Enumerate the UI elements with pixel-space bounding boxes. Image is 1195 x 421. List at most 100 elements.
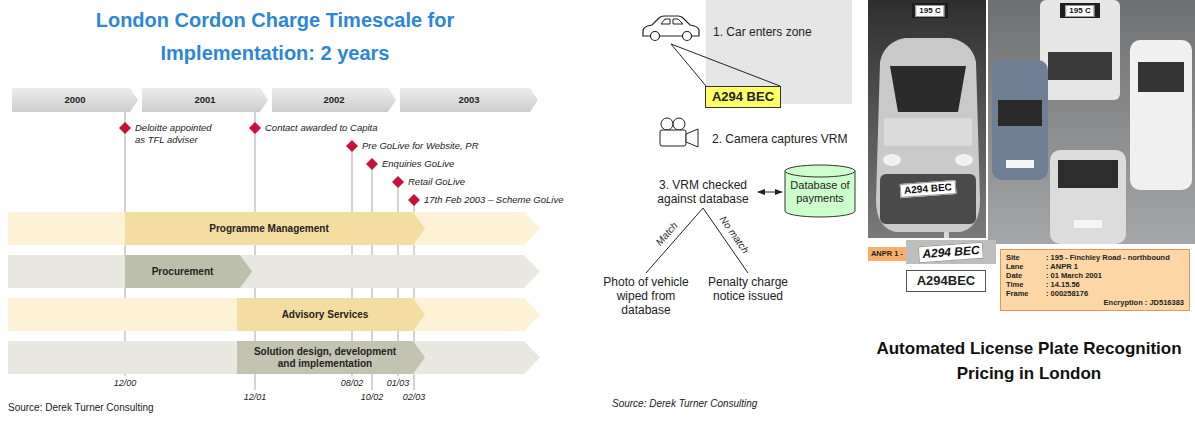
field-name: Site: [1006, 253, 1046, 262]
diamond: [119, 122, 131, 134]
band-label: Advisory Services: [237, 309, 413, 321]
connector-line: [758, 192, 782, 193]
connector-line: [671, 44, 780, 86]
band-arrow: [8, 341, 540, 374]
band-arrow: [8, 298, 540, 331]
camera-lens: [686, 129, 698, 147]
camera-reel: [673, 118, 685, 130]
plate-text: 195 C: [1065, 5, 1094, 17]
date-tick: 12/00: [114, 378, 137, 389]
label-frame: 08/02: [341, 378, 364, 389]
encryption-line: Encryption : JD516383: [1006, 298, 1184, 307]
band-active-arrow: [125, 212, 425, 245]
camera-drawing: [658, 116, 702, 150]
field-name: Lane: [1006, 262, 1046, 271]
van-window: [1048, 52, 1112, 80]
car-window: [1058, 160, 1118, 188]
connector-line: [646, 208, 703, 273]
label-frame: 02/03: [403, 392, 426, 403]
info-box: Site: 195 - Finchley Road - northboundLa…: [1000, 249, 1190, 311]
camera-photo-left: [868, 0, 986, 238]
milestone-label: Retail GoLive: [408, 176, 465, 188]
milestone-diamond: Contact awarded to Capita: [248, 121, 377, 135]
diamond-outline: [391, 175, 405, 189]
car-plate: [1006, 160, 1034, 168]
label-frame: 10/02: [361, 392, 384, 403]
process-text: Photo of vehicle wiped from database: [598, 275, 694, 317]
camera-photo-right: [988, 0, 1195, 244]
car-drawing: [640, 14, 702, 44]
activity-band: Procurement: [8, 255, 540, 288]
band-label: Programme Management: [125, 223, 413, 235]
photo-ground: [988, 0, 1195, 244]
edge-label: Match: [652, 218, 682, 249]
milestone-diamond: 17th Feb 2003 – Scheme GoLive: [407, 193, 563, 207]
milestone-diamond: Enquiries GoLive: [365, 157, 454, 171]
year-label: 2000: [64, 94, 85, 106]
milestone-diamond: Deloitte appointed as TFL adviser: [118, 121, 219, 146]
band-arrow: [8, 212, 540, 245]
camera-reel: [661, 118, 673, 130]
field-value: : 01 March 2001: [1046, 271, 1184, 280]
diamond: [366, 158, 378, 170]
source-note: Source: Derek Turner Consulting: [8, 402, 154, 414]
heading-frame: London Cordon Charge Timescale for Imple…: [40, 4, 510, 70]
label-frame: 195 C: [1065, 5, 1094, 17]
node-label: ANPR 1 -: [870, 247, 904, 261]
label-frame: Source: Derek Turner Consulting: [612, 398, 757, 410]
car-headlight: [955, 154, 973, 166]
label-frame: 195 C: [915, 5, 944, 17]
plate-box: A294BEC: [906, 270, 986, 292]
year-chevron: [400, 88, 538, 112]
band-active-arrow: [125, 255, 252, 288]
anpr-tag: ANPR 1 -: [868, 247, 906, 261]
car-headlight: [883, 154, 901, 166]
node-label: Penalty charge notice issued: [700, 275, 796, 303]
edge-label-frame: No match: [715, 212, 752, 257]
car-wheel: [683, 32, 692, 41]
date-tick: 10/02: [361, 392, 384, 403]
field-value: : 000258176: [1046, 289, 1184, 298]
chart-title: London Cordon Charge Timescale for Imple…: [40, 4, 510, 70]
plate-text: 195 C: [915, 5, 944, 17]
band-outline: [8, 255, 540, 288]
activity-band: Programme Management: [8, 212, 540, 245]
year-chevron: [12, 88, 138, 112]
diamond: [249, 122, 261, 134]
field-value: : 14.15.56: [1046, 280, 1184, 289]
diamond: [408, 194, 420, 206]
plate-crop: [906, 240, 996, 264]
plate-ground: [912, 3, 948, 18]
edge-label: No match: [715, 212, 752, 257]
milestone-diamond: Retail GoLive: [391, 175, 465, 189]
milestone-label: 17th Feb 2003 – Scheme GoLive: [424, 194, 563, 206]
diamond-outline: [345, 139, 359, 153]
field-name: Date: [1006, 271, 1046, 280]
milestone-label: Pre GoLive for Website, PR: [362, 140, 479, 152]
year-bar: 2003: [400, 88, 538, 112]
band-active-arrow: [237, 341, 425, 374]
year-bar: 2002: [272, 88, 396, 112]
car-window: [1138, 62, 1184, 92]
date-tick: 08/02: [341, 378, 364, 389]
label-frame: 12/01: [244, 392, 267, 403]
date-tick: 01/03: [387, 378, 410, 389]
milestone-label: Enquiries GoLive: [382, 158, 454, 170]
process-text: Penalty charge notice issued: [700, 275, 796, 303]
milestone-diamond: Pre GoLive for Website, PR: [345, 139, 479, 153]
year-label: 2001: [194, 94, 215, 106]
edge-label-frame: Match: [652, 218, 682, 249]
car-icon: 1. Car enters zone: [640, 14, 812, 44]
label-frame: Source: Derek Turner Consulting: [8, 402, 154, 414]
node-label: Photo of vehicle wiped from database: [598, 275, 694, 317]
camera-body: [660, 130, 686, 146]
heading-frame: Automated License Plate Recognition Pric…: [868, 336, 1190, 386]
car: [1130, 40, 1192, 190]
diamond-outline: [248, 121, 262, 135]
car-windscreen: [890, 66, 966, 112]
field-name: Frame: [1006, 289, 1046, 298]
diamond-outline: [365, 157, 379, 171]
label-frame: 01/03: [387, 378, 410, 389]
field-value: : ANPR 1: [1046, 262, 1184, 271]
